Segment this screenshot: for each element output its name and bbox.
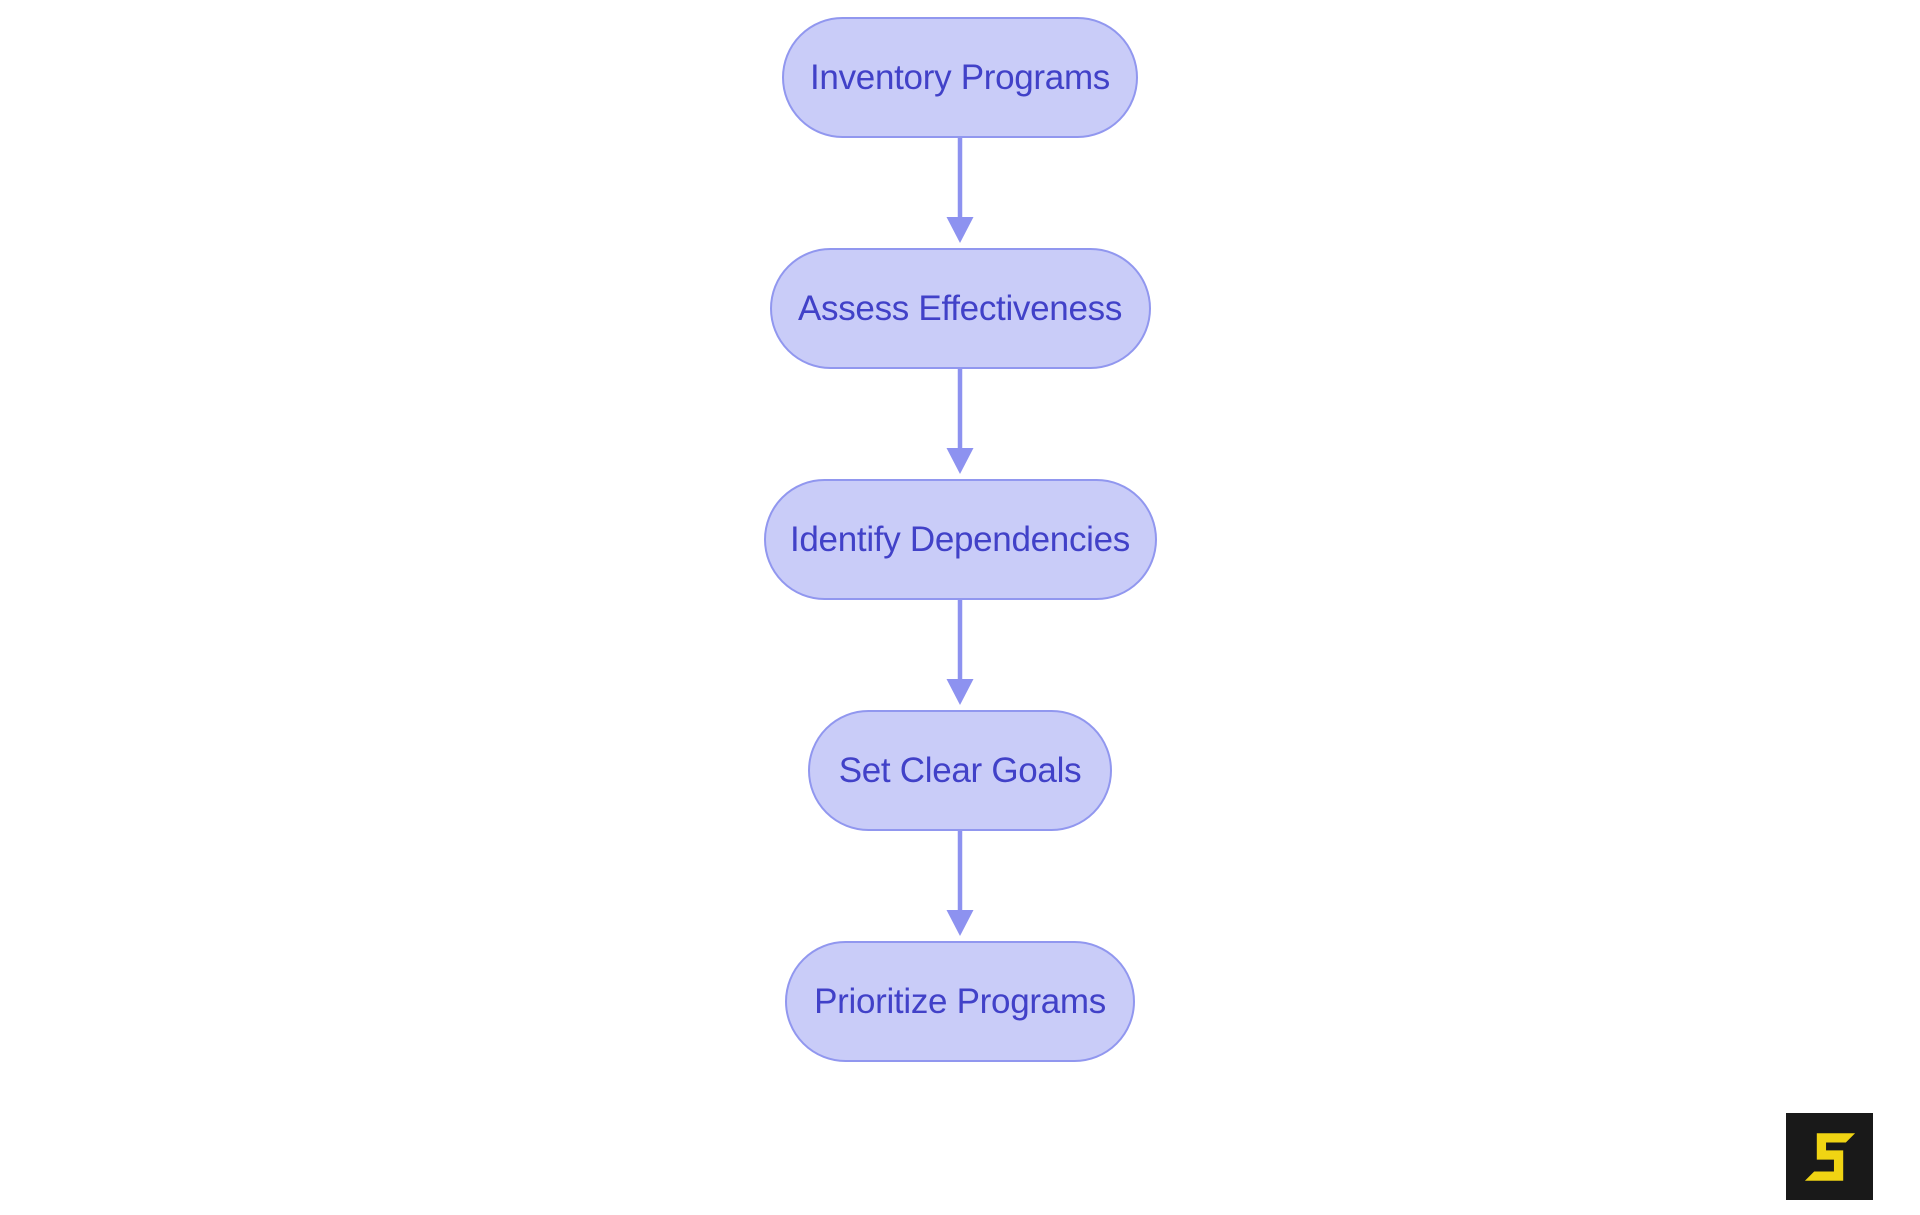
flow-node-assess-effectiveness: Assess Effectiveness (769, 248, 1151, 369)
flow-node-label: Assess Effectiveness (797, 288, 1123, 328)
flow-node-label: Set Clear Goals (838, 750, 1082, 790)
flow-node-identify-dependencies: Identify Dependencies (763, 479, 1157, 600)
flow-arrow-down-icon (946, 369, 974, 474)
flow-arrow-down-icon (946, 831, 974, 936)
flow-node-prioritize-programs: Prioritize Programs (785, 941, 1135, 1062)
flow-node-set-clear-goals: Set Clear Goals (808, 710, 1112, 831)
flow-node-inventory-programs: Inventory Programs (782, 17, 1138, 138)
brand-logo (1786, 1113, 1873, 1200)
flow-node-label: Inventory Programs (810, 57, 1110, 97)
flowchart: Inventory Programs Assess Effectiveness … (0, 17, 1920, 1062)
flow-arrow-down-icon (946, 138, 974, 243)
flow-node-label: Prioritize Programs (814, 981, 1106, 1021)
flow-node-label: Identify Dependencies (789, 519, 1131, 559)
flow-arrow-down-icon (946, 600, 974, 705)
s-logo-icon (1804, 1132, 1855, 1181)
